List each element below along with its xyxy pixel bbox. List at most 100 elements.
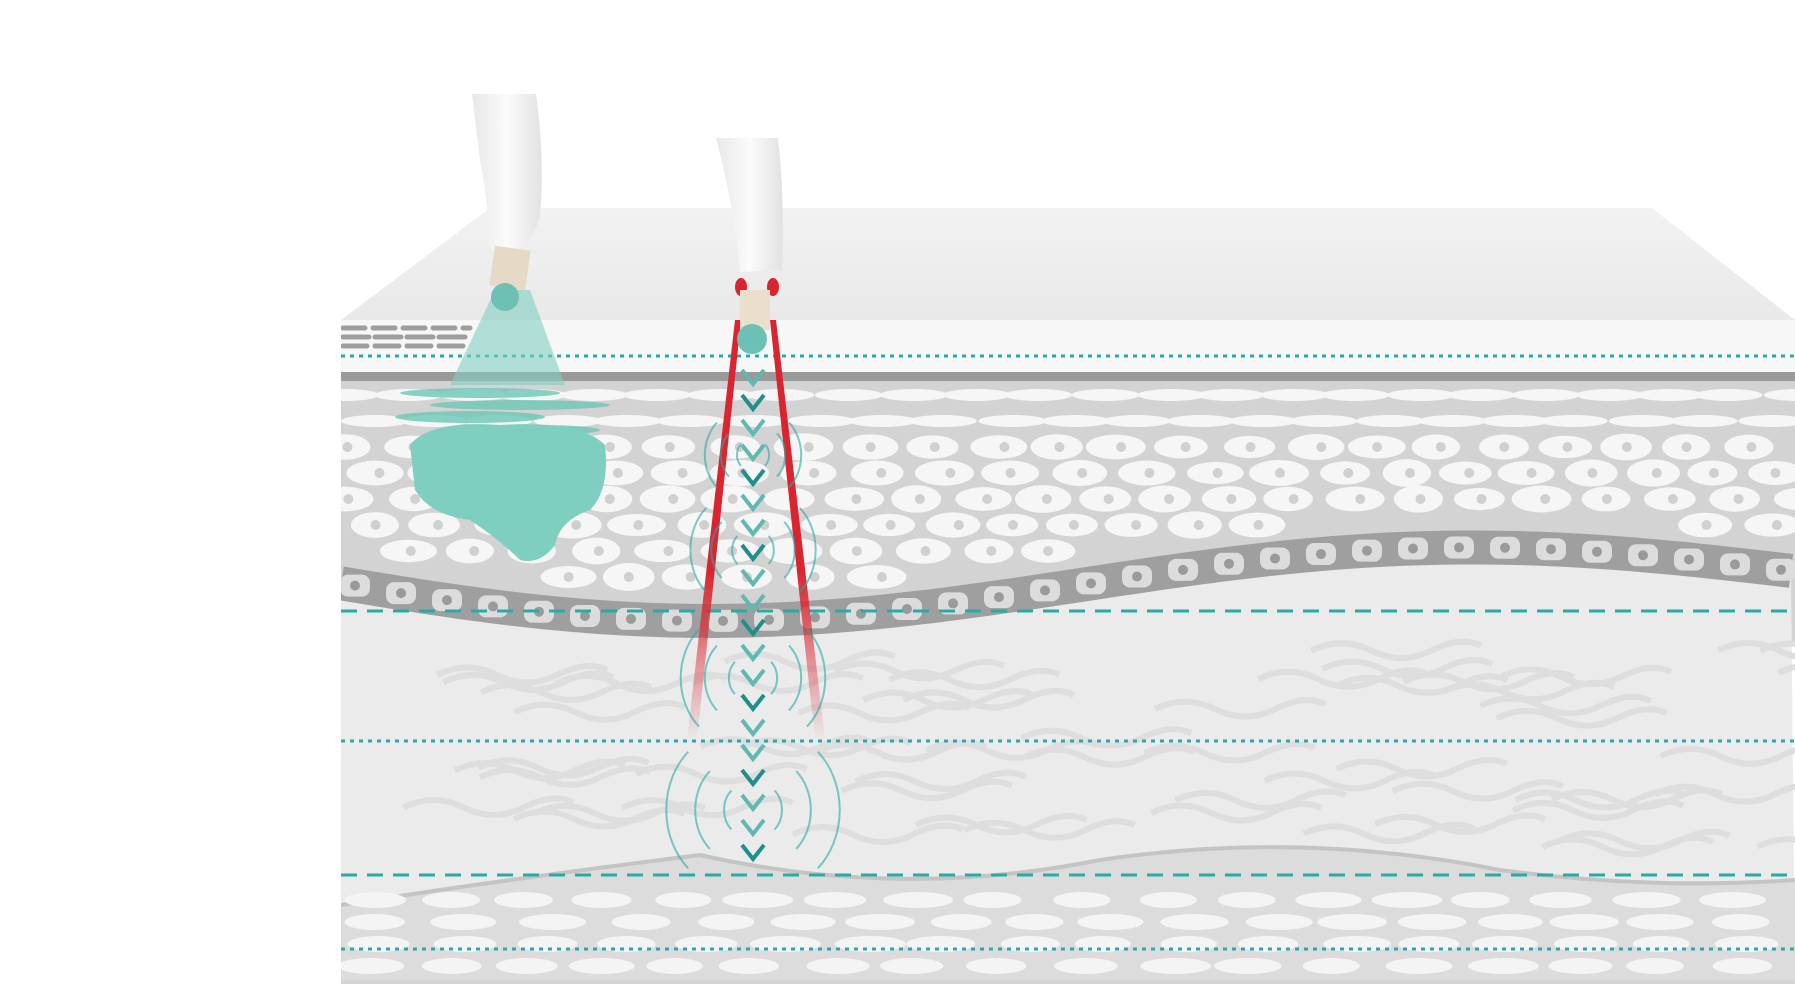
cell-nucleus xyxy=(442,595,452,606)
wave-arc xyxy=(665,750,689,870)
cell-nucleus xyxy=(826,520,837,530)
epidermis-cell xyxy=(623,389,692,401)
cell-nucleus xyxy=(1144,468,1155,478)
fat-cell xyxy=(344,892,407,908)
fat-cell xyxy=(1612,892,1681,908)
epidermis-cell xyxy=(341,415,409,427)
chevron-down-icon xyxy=(740,518,766,538)
cell-nucleus xyxy=(1500,542,1510,553)
cell-nucleus xyxy=(851,546,862,556)
corneum-bricks xyxy=(341,325,473,349)
dermis-fiber xyxy=(1153,697,1327,720)
epidermis-cell xyxy=(1694,389,1763,401)
chevron-down-icon xyxy=(740,843,766,863)
cell-nucleus xyxy=(1226,494,1237,504)
cell-nucleus xyxy=(1270,553,1280,564)
wave-arc xyxy=(764,443,771,467)
epidermis-cell xyxy=(1635,389,1704,401)
cell-nucleus xyxy=(1193,520,1204,530)
wave-arc xyxy=(703,644,718,712)
fat-cell xyxy=(883,892,954,908)
cell-nucleus xyxy=(1077,468,1088,478)
cell-nucleus xyxy=(664,442,675,452)
cell-nucleus xyxy=(1316,442,1327,452)
cell-nucleus xyxy=(633,520,644,530)
cell-nucleus xyxy=(1476,494,1487,504)
fat-cell xyxy=(1626,958,1684,974)
dermis-fiber xyxy=(1499,664,1673,688)
cell-nucleus xyxy=(876,468,887,478)
spray-handpiece-icon xyxy=(395,94,610,561)
cell-nucleus xyxy=(1771,520,1782,530)
epidermis-cell xyxy=(1287,434,1345,460)
wave-arc xyxy=(694,770,711,850)
laser-tip xyxy=(737,324,767,354)
cell-nucleus xyxy=(343,494,354,504)
cell-nucleus xyxy=(1708,468,1719,478)
wave-arc xyxy=(689,507,707,593)
epidermis-cell xyxy=(814,389,883,401)
fat-cell xyxy=(1217,892,1276,908)
fat-cell xyxy=(722,892,794,908)
stratum-border xyxy=(341,372,1795,381)
dermis-fiber xyxy=(791,822,965,845)
cell-nucleus xyxy=(1054,442,1065,452)
cell-nucleus xyxy=(718,615,728,626)
chevron-down-icon xyxy=(740,368,766,388)
spray-nozzle xyxy=(489,245,531,291)
spray-handle xyxy=(472,94,542,250)
fat-cell xyxy=(495,958,558,974)
subcutaneous-boundary xyxy=(341,845,1795,907)
fat-cell xyxy=(1385,958,1453,974)
epidermis-cell xyxy=(847,565,907,589)
wave-arc xyxy=(773,789,783,831)
cell-nucleus xyxy=(1043,546,1054,556)
cell-nucleus xyxy=(1274,468,1285,478)
dermis-fiber xyxy=(402,795,575,818)
dermis-fiber xyxy=(1302,821,1476,845)
epidermis-cell xyxy=(1387,389,1456,401)
chevron-down-icon xyxy=(740,743,766,763)
fat-cell xyxy=(1712,958,1773,974)
epidermis-cell xyxy=(593,415,662,427)
cell-nucleus xyxy=(663,546,674,556)
fat-cell xyxy=(422,892,481,908)
wave-arc xyxy=(806,628,827,728)
cell-nucleus xyxy=(1103,494,1114,504)
dermis-fiber xyxy=(1495,706,1669,729)
fat-cell xyxy=(344,914,405,930)
wave-arc xyxy=(795,770,812,850)
epidermis-cell xyxy=(915,460,974,486)
cell-nucleus xyxy=(410,494,421,504)
cell-nucleus xyxy=(1415,494,1426,504)
dermis-fiber xyxy=(435,663,609,686)
wave-arc xyxy=(679,628,700,728)
epidermis-cell xyxy=(978,415,1047,427)
fat-cell xyxy=(1160,914,1229,930)
dermis-fiber xyxy=(1373,812,1547,835)
fat-cell xyxy=(1529,892,1592,908)
dermis-fiber xyxy=(1653,783,1795,805)
cell-nucleus xyxy=(685,572,696,582)
dermis-fiber xyxy=(1143,741,1316,764)
fat-cell xyxy=(1711,914,1770,930)
cell-nucleus xyxy=(580,610,590,621)
dermis-fiber xyxy=(634,762,808,785)
epidermis-cell xyxy=(639,485,696,513)
chevron-down-icon xyxy=(740,568,766,588)
cell-nucleus xyxy=(1362,545,1372,556)
epidermis-cell xyxy=(1260,389,1329,401)
dermis-fiber xyxy=(1263,768,1436,792)
epidermis-cell xyxy=(634,539,692,563)
fat-cell xyxy=(770,914,836,930)
cell-nucleus xyxy=(1008,520,1019,530)
ultrasound-waves xyxy=(665,421,841,870)
wave-arc xyxy=(770,661,779,695)
cell-nucleus xyxy=(1730,559,1740,570)
cell-nucleus xyxy=(986,546,997,556)
laser-nozzle xyxy=(740,290,770,330)
dermis-fiber xyxy=(1309,638,1483,661)
cell-nucleus xyxy=(604,442,615,452)
wave-arc xyxy=(788,421,803,489)
epidermis-cells xyxy=(341,389,1795,591)
